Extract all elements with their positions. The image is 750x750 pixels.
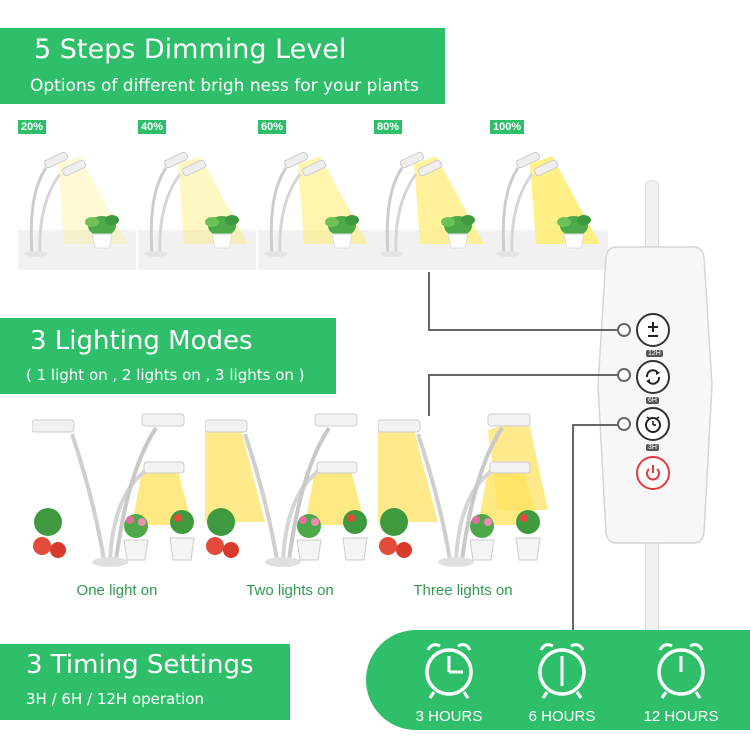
dimming-title: 5 Steps Dimming Level [34, 34, 347, 65]
timing-subtitle: 3H / 6H / 12H operation [26, 690, 204, 708]
connector-line [428, 272, 430, 330]
mode-button[interactable] [636, 360, 670, 394]
dimming-level-scene: 20% [18, 120, 136, 270]
dimming-level-label: 80% [374, 120, 403, 134]
remote-tag-3h: 3H [646, 444, 659, 451]
grow-lamp-illustration [380, 151, 484, 257]
remote-cable-top [645, 180, 659, 250]
lighting-subtitle: ( 1 light on , 2 lights on , 3 lights on… [26, 366, 305, 384]
lighting-banner: 3 Lighting Modes ( 1 light on , 2 lights… [0, 318, 336, 394]
connector-dot [617, 417, 631, 431]
grow-lamp-illustration [496, 151, 600, 257]
timer-option-label: 12 HOURS [643, 708, 719, 725]
timer-option: 6 HOURS [507, 638, 617, 725]
timer-panel: 3 HOURS 6 HOURS 12 HOURS [366, 630, 750, 730]
power-icon [646, 465, 660, 481]
lighting-title: 3 Lighting Modes [30, 326, 253, 356]
dimming-level-scene: 80% [374, 120, 492, 270]
connector-dot [617, 323, 631, 337]
remote-tag-12h: 12H [646, 350, 663, 357]
dimmer-button[interactable] [636, 313, 670, 347]
dimming-level-scene: 40% [138, 120, 256, 270]
lighting-mode-scene [204, 410, 375, 580]
remote-tag-6h: 6H [646, 397, 659, 404]
lighting-mode-illustration [31, 413, 195, 567]
timer-option-label: 6 HOURS [528, 708, 596, 725]
lighting-mode-label: One light on [76, 582, 158, 599]
dimming-level-scene: 100% [490, 120, 608, 270]
connector-dot [617, 368, 631, 382]
dimming-subtitle: Options of different brigh ness for your… [30, 76, 419, 96]
lighting-mode-illustration [377, 413, 548, 567]
remote-controller [597, 246, 713, 544]
scene-floor [138, 230, 256, 270]
timer-button[interactable] [636, 407, 670, 441]
dimming-level-scene: 60% [258, 120, 376, 270]
dimmer-plus-minus-icon [648, 322, 658, 337]
mode-cycle-icon [645, 369, 661, 385]
scene-floor [18, 230, 136, 270]
timer-option: 3 HOURS [394, 638, 504, 725]
power-button[interactable] [636, 456, 670, 490]
lighting-mode-illustration [204, 413, 368, 567]
timer-option-label: 3 HOURS [415, 708, 483, 725]
dimming-level-label: 60% [258, 120, 287, 134]
dimming-banner: 5 Steps Dimming Level Options of differe… [0, 28, 445, 104]
timer-clock-icon [645, 416, 661, 433]
timing-title: 3 Timing Settings [26, 650, 254, 680]
connector-line [572, 424, 574, 636]
grow-lamp-illustration [24, 151, 128, 257]
dimming-level-label: 40% [138, 120, 167, 134]
connector-line [572, 424, 622, 426]
lighting-mode-scene [377, 410, 548, 580]
alarm-clock-12h-icon [657, 643, 705, 699]
timing-banner: 3 Timing Settings 3H / 6H / 12H operatio… [0, 644, 290, 720]
connector-line [428, 374, 623, 376]
lighting-mode-label: Three lights on [413, 582, 513, 599]
grow-lamp-illustration [264, 151, 368, 257]
alarm-clock-3h-icon [425, 643, 473, 699]
lighting-mode-scene [31, 410, 202, 580]
grow-lamp-illustration [144, 151, 248, 257]
lighting-mode-label: Two lights on [246, 582, 334, 599]
dimming-level-label: 20% [18, 120, 47, 134]
timer-option: 12 HOURS [626, 638, 736, 725]
connector-line [428, 374, 430, 416]
connector-line [428, 329, 623, 331]
alarm-clock-6h-icon [538, 643, 586, 699]
dimming-level-label: 100% [490, 120, 525, 134]
